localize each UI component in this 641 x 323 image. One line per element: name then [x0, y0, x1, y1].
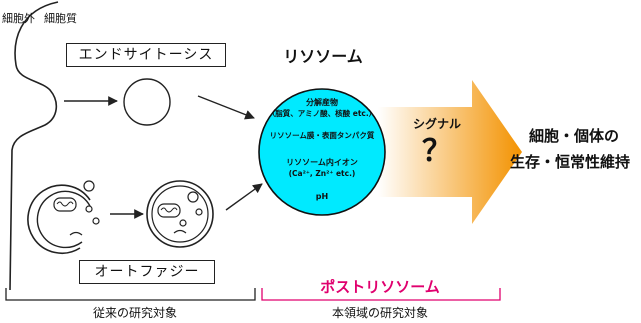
- outcome-line-2: 生存・恒常性維持: [509, 153, 630, 171]
- phagophore-group: [27, 180, 100, 254]
- label-outside: 細胞外: [2, 12, 35, 25]
- lysosome-circle: [258, 88, 386, 216]
- plasma-membrane: [9, 1, 59, 291]
- autophagosome-group: [146, 180, 214, 248]
- outcome-line-1: 細胞・個体の: [528, 127, 619, 145]
- signal-arrow: [378, 80, 522, 224]
- autophagy-label: オートファジー: [79, 260, 215, 284]
- label-cytoplasm: 細胞質: [44, 12, 77, 25]
- endocytosis-label: エンドサイトーシス: [66, 43, 226, 67]
- breakdown-examples: （脂質、アミノ酸、核酸 etc.）: [267, 109, 377, 118]
- arrow-endosome-to-lysosome: [197, 95, 255, 120]
- lysosome-membrane-label: リソソーム膜・表面タンパク質: [269, 131, 375, 140]
- signal-question-mark: ？: [422, 134, 452, 169]
- post-lysosome-label: ポストリソソーム: [320, 278, 440, 296]
- this-field-research-label: 本領域の研究対象: [331, 306, 428, 320]
- endosome-circle: [123, 78, 171, 126]
- bracket-post-lysosome: [261, 288, 501, 301]
- signal-label: シグナル: [412, 117, 461, 131]
- ions-title: リソソーム内イオン: [286, 158, 358, 167]
- arrow-autophagosome-to-lysosome: [225, 183, 263, 211]
- lysosome-title: リソソーム: [283, 47, 363, 66]
- ph-label: pH: [315, 192, 329, 201]
- breakdown-title: 分解産物: [306, 98, 338, 107]
- conventional-research-label: 従来の研究対象: [92, 306, 177, 320]
- ions-examples: (Ca²⁺, Zn²⁺ etc.): [288, 169, 356, 178]
- bracket-conventional: [5, 288, 256, 301]
